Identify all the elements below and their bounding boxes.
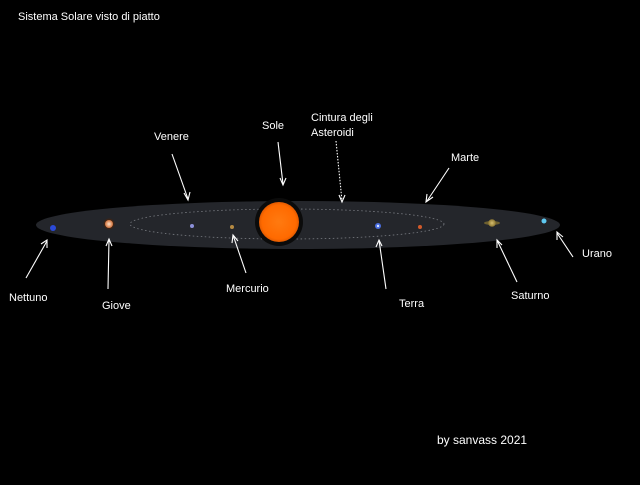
label-sole: Sole — [262, 120, 285, 132]
label-giove: Giove — [102, 300, 131, 312]
planet-saturn — [488, 219, 496, 227]
arrows — [25, 140, 574, 290]
label-marte: Marte — [451, 152, 480, 164]
sun — [259, 202, 299, 242]
planet-jupiter — [105, 220, 113, 228]
arrow-giove — [107, 239, 110, 290]
label-terra: Terra — [399, 298, 425, 310]
arrow-nettuno — [25, 240, 48, 279]
planet-mars — [418, 225, 422, 229]
credit-text: by sanvass 2021 — [437, 433, 528, 447]
arrow-cintura — [335, 140, 343, 202]
label-saturno: Saturno — [511, 290, 550, 302]
label-urano: Urano — [582, 248, 612, 260]
label-venere: Venere — [154, 131, 189, 143]
label-mercurio: Mercurio — [226, 283, 269, 295]
planet-earth-core — [376, 224, 380, 228]
diagram-title: Sistema Solare visto di piatto — [18, 11, 160, 23]
planet-venus — [190, 224, 194, 228]
label-nettuno: Nettuno — [9, 292, 48, 304]
arrow-urano — [556, 232, 574, 258]
planet-neptune — [50, 225, 56, 231]
label-cintura-line1: Cintura degli — [311, 112, 373, 124]
arrow-terra — [378, 239, 387, 290]
arrow-venere — [171, 153, 189, 200]
planet-uranus — [541, 218, 547, 224]
arrow-saturno — [496, 239, 518, 283]
planet-mercury — [230, 225, 234, 229]
arrow-mercurio — [232, 234, 247, 274]
arrow-sole — [277, 141, 284, 185]
label-cintura-line2: Asteroidi — [311, 127, 354, 139]
arrow-marte — [426, 167, 450, 202]
asteroid-belt — [129, 208, 445, 240]
